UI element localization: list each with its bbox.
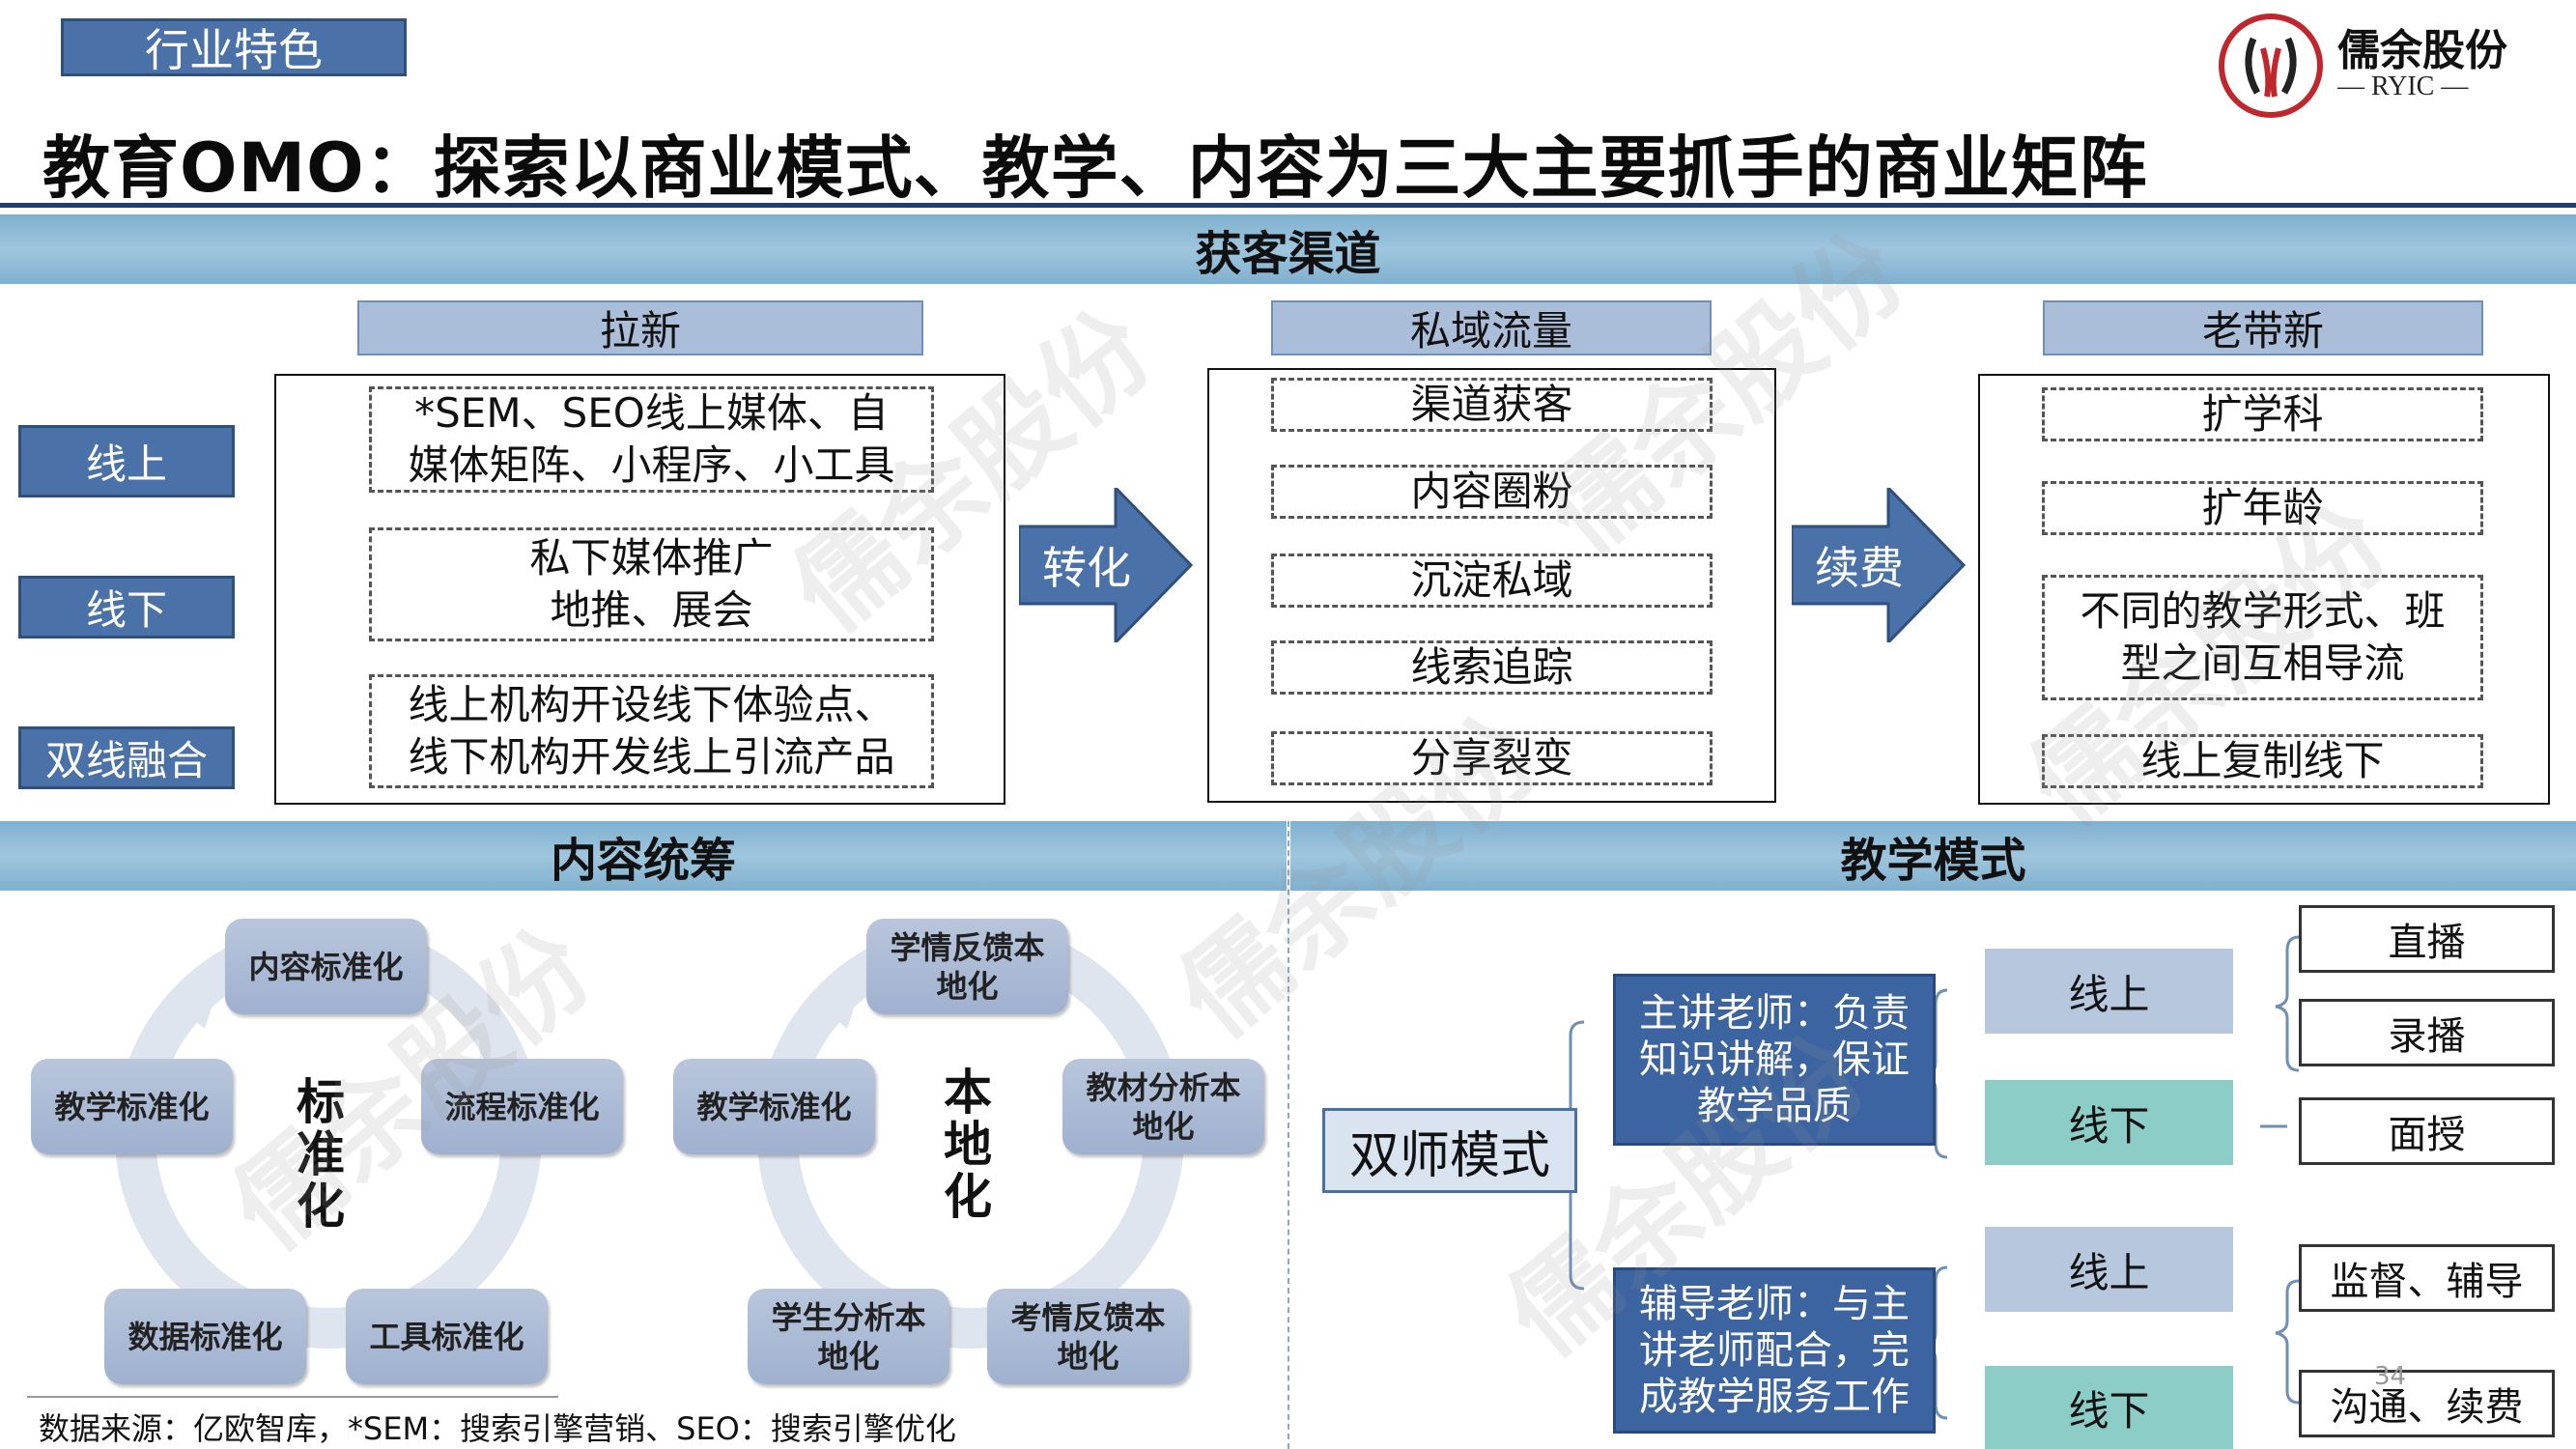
source-rule bbox=[27, 1396, 558, 1398]
localization-center: 本 地 化 bbox=[939, 1063, 997, 1227]
leaf-communicate: 沟通、续费 bbox=[2299, 1370, 2555, 1437]
teacher-line: 成教学服务工作 bbox=[1639, 1375, 1910, 1419]
tutor-online: 线上 bbox=[1985, 1227, 2233, 1312]
section-divider bbox=[1288, 821, 1289, 1449]
private-item: 分享裂变 bbox=[1271, 731, 1713, 785]
phase-header-referral: 老带新 bbox=[2043, 300, 2483, 355]
node-line: 学情反馈本 bbox=[890, 928, 1045, 966]
item-line: 私下媒体推广 bbox=[529, 534, 774, 582]
tutor-teacher-box: 辅导老师：与主 讲老师配合，完 成教学服务工作 bbox=[1613, 1267, 1936, 1434]
referral-item: 扩年龄 bbox=[2042, 481, 2483, 535]
node-learning-feedback-local: 学情反馈本 地化 bbox=[866, 919, 1068, 1014]
node-teaching-standard-2: 教学标准化 bbox=[673, 1059, 875, 1154]
title-divider bbox=[0, 203, 2576, 208]
channel-online: 线上 bbox=[18, 425, 235, 497]
private-item: 渠道获客 bbox=[1271, 378, 1713, 432]
node-line: 教材分析本 bbox=[1086, 1068, 1241, 1106]
private-item: 内容圈粉 bbox=[1271, 465, 1713, 519]
center-char: 化 bbox=[944, 1169, 992, 1225]
center-char: 准 bbox=[297, 1126, 345, 1182]
node-textbook-local: 教材分析本 地化 bbox=[1062, 1059, 1264, 1154]
phase-header-private: 私域流量 bbox=[1271, 300, 1712, 355]
logo-name: 儒余股份 bbox=[2337, 26, 2507, 75]
node-data-standard: 数据标准化 bbox=[104, 1289, 306, 1384]
teacher-line: 知识讲解，保证 bbox=[1639, 1037, 1910, 1082]
item-line: 线下机构开发线上引流产品 bbox=[408, 733, 895, 781]
dual-teacher-root: 双师模式 bbox=[1322, 1108, 1577, 1193]
channel-offline: 线下 bbox=[18, 576, 235, 639]
node-line: 地化 bbox=[817, 1337, 880, 1375]
node-student-local: 学生分析本 地化 bbox=[748, 1289, 949, 1384]
logo-subtitle: — RYIC — bbox=[2337, 71, 2469, 101]
new-item-offline: 私下媒体推广 地推、展会 bbox=[369, 527, 934, 641]
referral-item: 线上复制线下 bbox=[2042, 734, 2483, 788]
lead-offline: 线下 bbox=[1985, 1080, 2233, 1165]
page-number: 34 bbox=[2374, 1362, 2407, 1391]
item-line: 型之间互相导流 bbox=[2120, 639, 2405, 687]
center-char: 标 bbox=[297, 1074, 345, 1130]
data-source: 数据来源：亿欧智库，*SEM：搜索引擎营销、SEO：搜索引擎优化 bbox=[39, 1410, 956, 1447]
teacher-line: 讲老师配合，完 bbox=[1639, 1328, 1910, 1373]
teaching-band: 教学模式 bbox=[1290, 821, 2576, 891]
new-item-hybrid: 线上机构开设线下体验点、 线下机构开发线上引流产品 bbox=[369, 674, 934, 788]
renew-label: 续费 bbox=[1815, 542, 1904, 594]
leaf-recorded: 录播 bbox=[2299, 999, 2555, 1066]
acquisition-band: 获客渠道 bbox=[0, 214, 2576, 284]
node-process-standard: 流程标准化 bbox=[421, 1059, 623, 1154]
section-tag: 行业特色 bbox=[61, 18, 407, 76]
logo-icon bbox=[2219, 14, 2323, 118]
referral-item: 不同的教学形式、班 型之间互相导流 bbox=[2042, 575, 2483, 700]
node-exam-local: 考情反馈本 地化 bbox=[987, 1289, 1189, 1384]
node-content-standard: 内容标准化 bbox=[225, 919, 427, 1014]
leaf-face-to-face: 面授 bbox=[2299, 1097, 2555, 1165]
leaf-live: 直播 bbox=[2299, 905, 2555, 973]
node-tool-standard: 工具标准化 bbox=[346, 1289, 548, 1384]
item-line: 线上机构开设线下体验点、 bbox=[408, 681, 895, 728]
convert-arrow-icon bbox=[1019, 488, 1193, 642]
convert-label: 转化 bbox=[1042, 542, 1131, 594]
teacher-line: 教学品质 bbox=[1697, 1084, 1852, 1128]
channel-hybrid: 双线融合 bbox=[18, 726, 235, 789]
teacher-line: 辅导老师：与主 bbox=[1639, 1282, 1910, 1326]
node-line: 地化 bbox=[936, 967, 999, 1005]
lead-online: 线上 bbox=[1985, 949, 2233, 1034]
private-item: 沉淀私域 bbox=[1271, 554, 1713, 608]
node-line: 地化 bbox=[1057, 1337, 1119, 1375]
referral-item: 扩学科 bbox=[2042, 387, 2483, 441]
item-line: 不同的教学形式、班 bbox=[2080, 587, 2446, 635]
tutor-offline: 线下 bbox=[1985, 1366, 2233, 1449]
center-char: 化 bbox=[297, 1179, 345, 1235]
item-line: *SEM、SEO线上媒体、自 bbox=[414, 389, 889, 437]
center-char: 本 bbox=[944, 1065, 992, 1121]
standardization-center: 标 准 化 bbox=[292, 1072, 350, 1236]
new-item-online: *SEM、SEO线上媒体、自 媒体矩阵、小程序、小工具 bbox=[369, 386, 934, 493]
teacher-line: 主讲老师：负责 bbox=[1639, 991, 1910, 1036]
page-title: 教育OMO：探索以商业模式、教学、内容为三大主要抓手的商业矩阵 bbox=[42, 128, 2148, 208]
content-band: 内容统筹 bbox=[0, 821, 1287, 891]
node-line: 考情反馈本 bbox=[1010, 1298, 1166, 1336]
lead-teacher-box: 主讲老师：负责 知识讲解，保证 教学品质 bbox=[1613, 974, 1936, 1146]
phase-header-new: 拉新 bbox=[357, 300, 923, 355]
private-item: 线索追踪 bbox=[1271, 640, 1713, 695]
renew-arrow-icon bbox=[1792, 488, 1966, 642]
item-line: 地推、展会 bbox=[550, 586, 753, 634]
node-line: 地化 bbox=[1132, 1107, 1195, 1145]
node-line: 学生分析本 bbox=[771, 1298, 926, 1336]
center-char: 地 bbox=[944, 1117, 992, 1173]
leaf-supervise: 监督、辅导 bbox=[2299, 1244, 2555, 1312]
node-teaching-standard: 教学标准化 bbox=[31, 1059, 233, 1154]
item-line: 媒体矩阵、小程序、小工具 bbox=[408, 441, 895, 489]
